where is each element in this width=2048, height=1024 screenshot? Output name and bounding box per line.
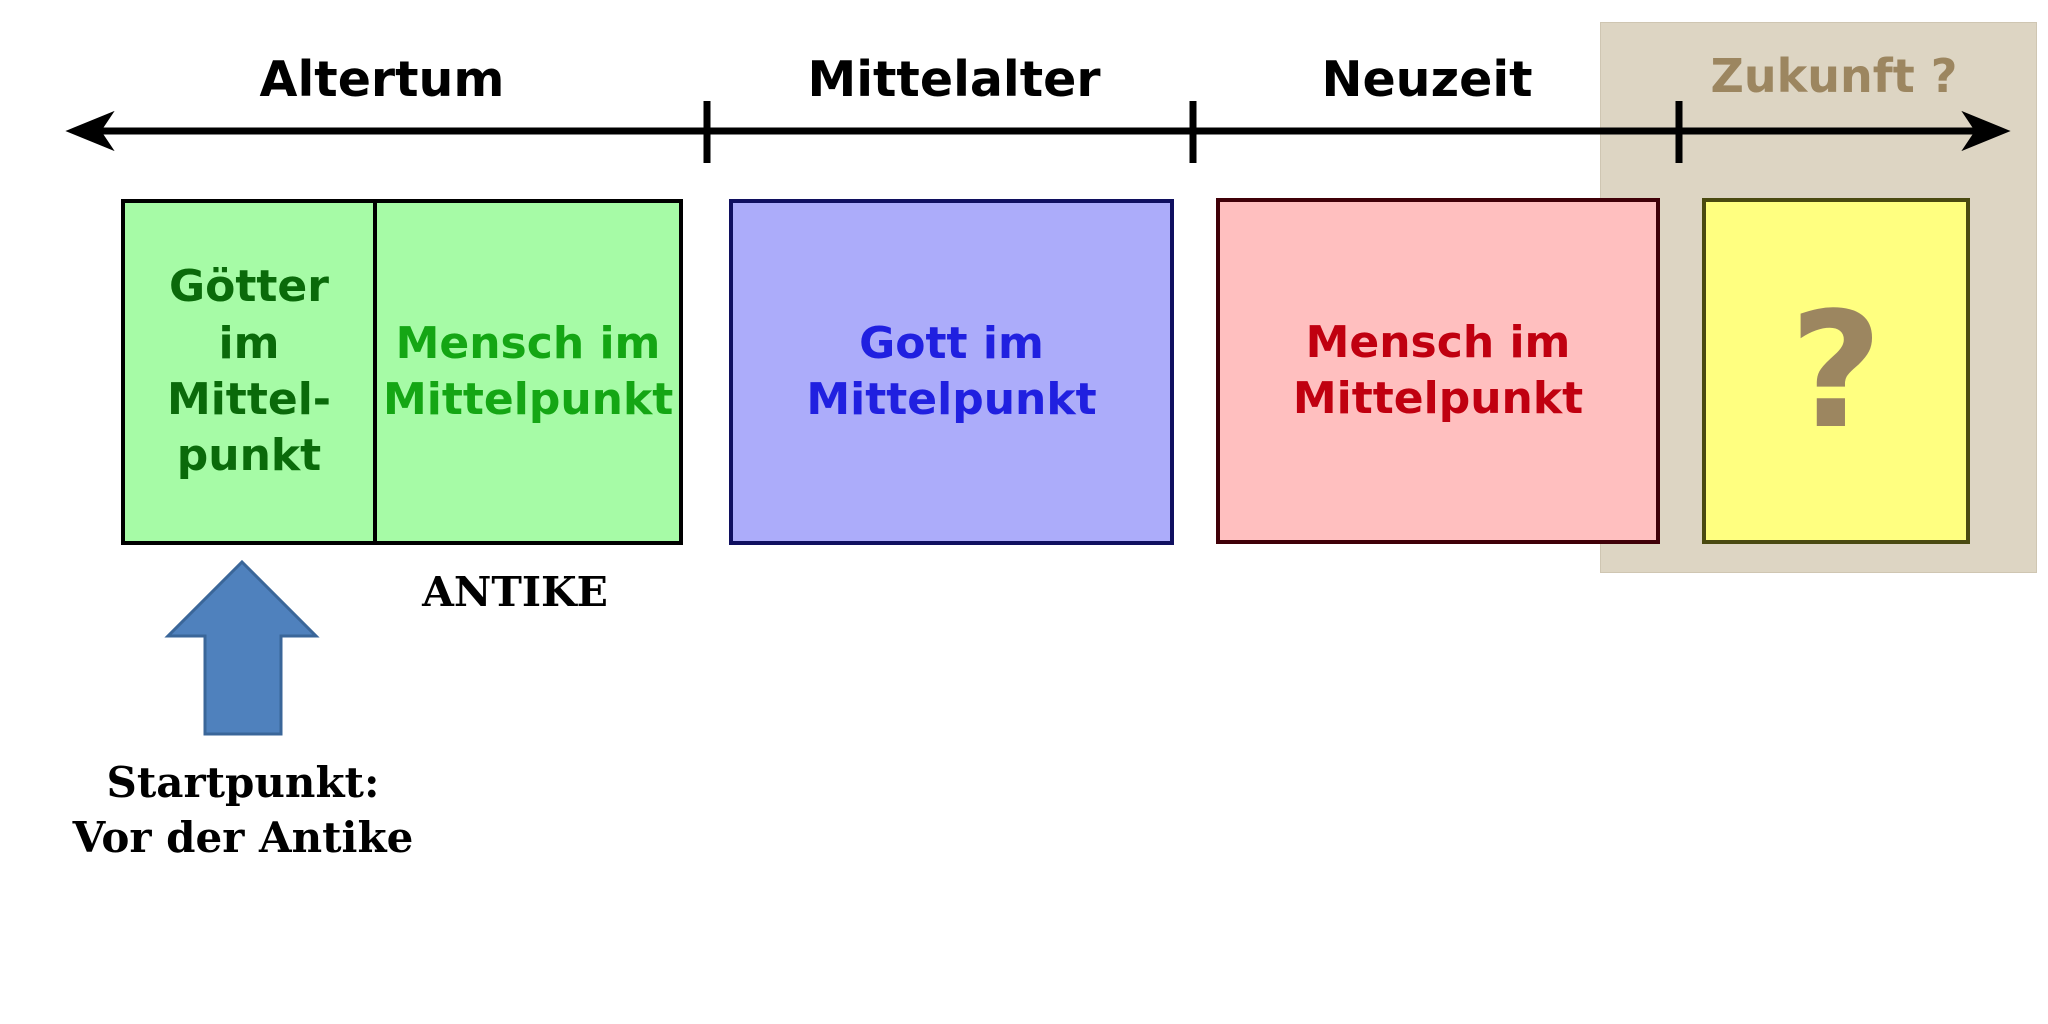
- era-label-altertum: Altertum: [259, 51, 505, 108]
- era-label-mittelalter: Mittelalter: [807, 51, 1101, 108]
- question-mark: ?: [1789, 277, 1883, 464]
- timeline-arrow-left: [65, 110, 115, 152]
- box-zukunft: ?: [1702, 198, 1970, 544]
- box-goetter-im-mittelpunkt: Götter im Mittel- punkt: [121, 199, 377, 545]
- box-mensch-neuzeit-label: Mensch im Mittelpunkt: [1292, 316, 1584, 424]
- box-mensch-antike-label: Mensch im Mittelpunkt: [383, 317, 674, 425]
- box-goetter-label: Götter im Mittel- punkt: [166, 261, 332, 482]
- era-label-zukunft: Zukunft ?: [1710, 49, 1958, 103]
- box-gott-label: Gott im Mittelpunkt: [806, 317, 1097, 425]
- startpoint-label: Startpunkt: Vor der Antike: [73, 755, 414, 866]
- timeline-arrow-right: [1961, 110, 2011, 152]
- antike-label: ANTIKE: [422, 568, 608, 616]
- startpoint-line-1: Startpunkt:: [106, 758, 380, 807]
- startpoint-up-arrow: [164, 559, 320, 736]
- box-mensch-neuzeit: Mensch im Mittelpunkt: [1216, 198, 1660, 544]
- box-gott-im-mittelpunkt: Gott im Mittelpunkt: [729, 199, 1174, 545]
- era-label-neuzeit: Neuzeit: [1321, 51, 1533, 108]
- box-mensch-antike: Mensch im Mittelpunkt: [373, 199, 683, 545]
- startpoint-line-2: Vor der Antike: [72, 813, 414, 863]
